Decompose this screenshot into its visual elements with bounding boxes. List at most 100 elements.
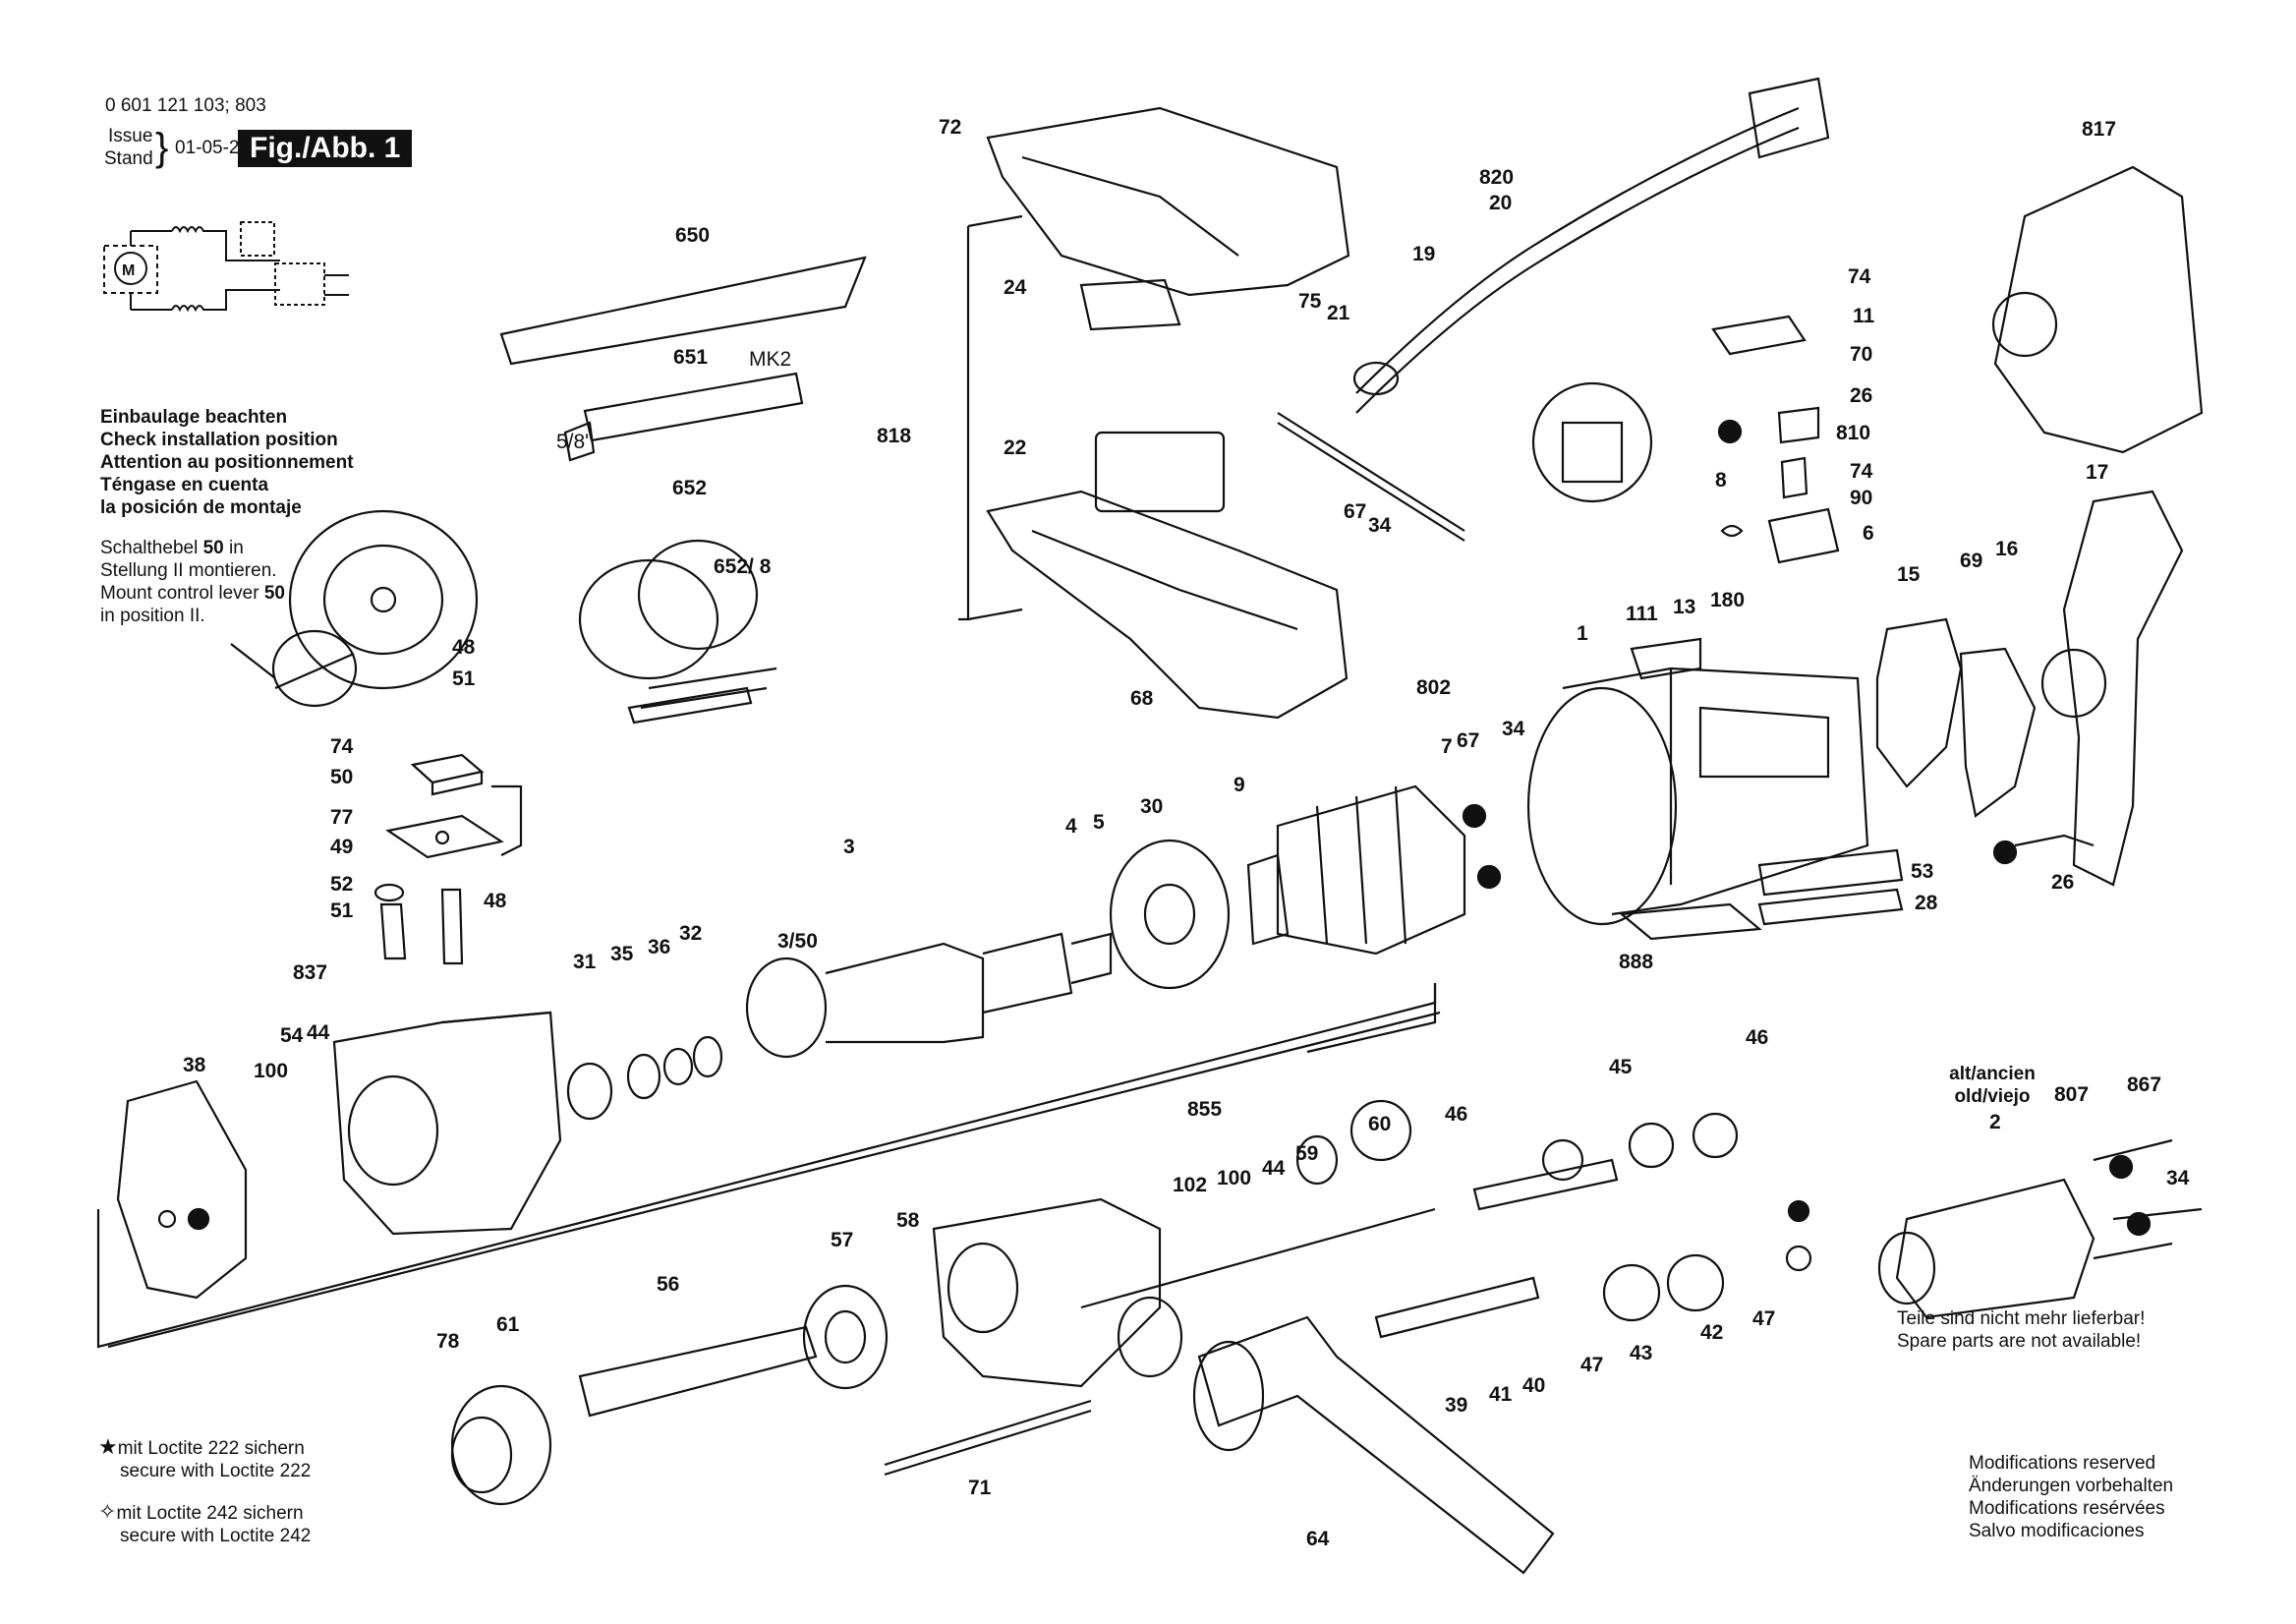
filled-star-icon: ★ [98,1434,118,1459]
marker-b-3 [2126,1211,2152,1237]
label-41: 41 [1489,1383,1513,1406]
issue-date: 01-05-22 [175,138,251,158]
label-102: 102 [1173,1174,1207,1196]
label-9: 9 [1234,774,1245,796]
label-46-a: 46 [1445,1103,1467,1126]
label-90: 90 [1850,487,1872,509]
marker-x-1 [187,1207,210,1231]
label-807: 807 [2054,1083,2089,1106]
label-34-b: 34 [1368,514,1392,537]
label-mk2: MK2 [749,348,791,371]
label-71: 71 [968,1477,992,1499]
loctite-222-note: ★mit Loctite 222 sichern secure with Loc… [98,1434,312,1481]
label-5-8: 5/8" [556,431,593,453]
label-45: 45 [1609,1056,1633,1078]
power-cable-20 [1277,77,1830,542]
gear-housing-837 [332,1011,562,1236]
label-20: 20 [1489,192,1512,214]
control-knob [230,509,479,708]
label-3: 3 [843,836,855,858]
label-818: 818 [877,425,911,447]
marker-b-1 [1476,864,1502,890]
label-8: 8 [1715,469,1727,492]
lever-note-de-2: Stellung II montieren. [100,560,277,581]
spindle-56 [578,1325,818,1418]
brace-glyph: } [155,126,169,169]
issue-label: Issue [108,126,153,146]
old-version-title: alt/ancien old/viejo [1949,1064,2036,1107]
label-100-b: 100 [1217,1167,1251,1189]
label-7: 7 [1441,735,1453,758]
label-19: 19 [1412,243,1435,265]
label-21: 21 [1327,302,1350,324]
armature-3 [745,932,1113,1059]
part-number: 0 601 121 103; 803 [105,95,266,116]
label-75: 75 [1298,290,1322,313]
wiring-schematic: M [103,221,349,313]
gasket-38 [116,1079,248,1300]
label-180: 180 [1710,589,1745,611]
label-817: 817 [2082,118,2116,141]
lever-note-en-2: in position II. [100,606,205,626]
lever-note-en: Mount control lever 50 [100,583,285,604]
brush-holder-assembly [1531,315,1840,564]
label-111: 111 [1626,603,1658,625]
label-48-knob: 48 [452,636,476,659]
lower-gear-housing [932,1197,1183,1388]
label-39: 39 [1445,1394,1467,1417]
label-11: 11 [1853,305,1875,327]
marker-a-3 [2108,1154,2134,1180]
taper-adapter-651 [563,372,804,462]
label-855: 855 [1187,1098,1222,1121]
label-26-a: 26 [2051,871,2074,894]
label-17: 17 [2086,461,2108,484]
motor-housing-1 [1526,637,1869,926]
label-15: 15 [1897,563,1921,586]
note-line-de: Einbaulage beachten [100,407,288,428]
label-1: 1 [1577,622,1588,645]
label-28: 28 [1915,892,1938,914]
label-32: 32 [679,922,702,945]
label-51-knob: 51 [452,667,476,690]
note-line-es-2: la posición de montaje [100,497,302,518]
note-line-en: Check installation position [100,430,338,450]
handle-housing-818 [958,106,1350,720]
switch-parts-49-50 [373,753,523,965]
bracket-16 [1959,647,2037,818]
label-68: 68 [1130,687,1154,710]
label-652-8: 652/ 8 [714,555,772,578]
gear-train [1295,1099,1812,1339]
label-26-b: 26 [1850,384,1872,407]
lever-note-de: Schalthebel 50 in [100,538,244,558]
label-56: 56 [657,1273,679,1296]
lever-note: Schalthebel 50 in Stellung II montieren.… [100,537,285,627]
label-867: 867 [2127,1073,2161,1096]
drift-wedge-650 [499,256,867,366]
figure-label: Fig./Abb. 1 [238,130,413,167]
label-802: 802 [1416,676,1451,699]
label-820: 820 [1479,166,1514,189]
note-line-es-1: Téngase en cuenta [100,475,269,495]
marker-x-2 [1787,1199,1810,1223]
label-100-a: 100 [254,1060,288,1082]
installation-note: Einbaulage beachten Check installation p… [100,406,354,519]
label-49: 49 [330,836,353,858]
label-42: 42 [1700,1321,1723,1344]
label-48: 48 [484,890,507,912]
old-armature-807 [1895,1178,2095,1319]
label-53: 53 [1911,860,1933,883]
label-35: 35 [610,943,634,965]
label-47-a: 47 [1580,1354,1603,1376]
label-67-a: 67 [1457,729,1479,752]
label-13: 13 [1673,596,1695,618]
marker-b-2 [1992,840,2018,865]
label-54: 54 [280,1024,304,1047]
label-59: 59 [1295,1142,1318,1165]
label-52: 52 [330,873,353,896]
label-46-b: 46 [1746,1026,1768,1049]
label-44-a: 44 [307,1021,330,1044]
label-5: 5 [1093,811,1105,834]
open-star-icon: ✧ [98,1499,117,1524]
label-30: 30 [1140,795,1163,818]
